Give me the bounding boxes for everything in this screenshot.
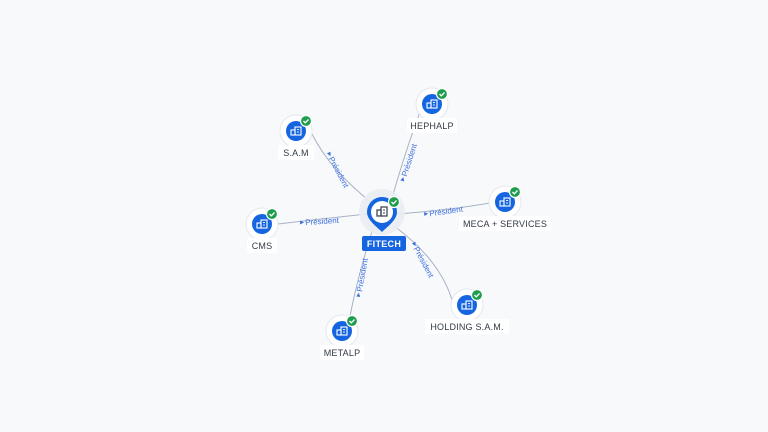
node-label-box — [459, 216, 551, 231]
node-metalp[interactable]: METALP — [320, 314, 364, 360]
verified-check-icon — [470, 288, 484, 302]
edge-relation-label: Président — [355, 257, 370, 293]
node-hephalp[interactable]: HEPHALP — [407, 87, 457, 133]
edge-arrow-icon — [356, 292, 361, 298]
node-disc — [332, 321, 352, 341]
edge-arrow-icon — [299, 220, 305, 225]
verified-check-icon — [387, 195, 401, 209]
node-sam[interactable]: S.A.M — [278, 114, 314, 160]
nodes-layer: S.A.M HEPHALP MECA + SERVICES HOLDING S.A.M… — [245, 87, 551, 360]
building-icon — [256, 219, 268, 229]
edge-arrow-icon — [326, 151, 331, 157]
building-icon — [426, 99, 438, 109]
edge-holding — [393, 225, 453, 301]
node-label: S.A.M — [283, 148, 309, 158]
node-cms[interactable]: CMS — [245, 207, 279, 253]
edge-arrow-icon — [400, 177, 405, 182]
node-label: CMS — [252, 241, 273, 251]
edge-sam — [311, 133, 373, 204]
building-icon — [336, 326, 348, 336]
edge-arrow-icon — [411, 241, 416, 247]
node-disc — [252, 214, 272, 234]
node-disc — [422, 94, 442, 114]
verified-check-icon — [265, 207, 279, 221]
node-label: HEPHALP — [410, 121, 453, 131]
edge-label-metalp: Président — [355, 257, 370, 298]
edge-label-cms: Président — [299, 216, 340, 227]
node-disc — [286, 121, 306, 141]
edge-label-holding: Président — [411, 241, 436, 280]
node-label: MECA + SERVICES — [463, 219, 547, 229]
edge-arrow-icon — [423, 212, 429, 217]
node-label-box — [425, 319, 509, 334]
edge-label-meca: Président — [423, 205, 464, 219]
node-disc — [457, 295, 477, 315]
node-label-box — [247, 238, 277, 253]
node-label-box — [320, 345, 364, 360]
node-label-box — [407, 118, 457, 133]
edge-relation-label: Président — [400, 142, 419, 178]
building-icon — [290, 126, 302, 136]
center-label-box[interactable] — [362, 236, 406, 251]
edge-relation-label: Président — [429, 205, 464, 219]
node-meca[interactable]: MECA + SERVICES — [459, 185, 551, 231]
center-node[interactable]: FITECH — [359, 189, 406, 251]
building-icon — [499, 197, 511, 207]
node-label-box — [278, 145, 314, 160]
node-label: METALP — [324, 348, 361, 358]
edge-cms — [277, 213, 368, 225]
verified-check-icon — [299, 114, 313, 128]
center-label: FITECH — [367, 239, 401, 249]
edge-meca — [396, 202, 491, 215]
node-holding[interactable]: HOLDING S.A.M. — [425, 288, 509, 334]
edge-label-sam: Président — [326, 151, 351, 190]
verified-check-icon — [508, 185, 522, 199]
edge-metalp — [349, 224, 375, 317]
verified-check-icon — [435, 87, 449, 101]
building-icon — [376, 206, 388, 217]
edge-relation-label: Président — [305, 216, 340, 227]
building-icon — [461, 300, 473, 310]
edge-label-hephalp: Président — [400, 142, 419, 182]
edge-relation-label: Président — [327, 155, 351, 190]
node-label: HOLDING S.A.M. — [430, 322, 503, 332]
verified-check-icon — [345, 314, 359, 328]
node-disc — [495, 192, 515, 212]
